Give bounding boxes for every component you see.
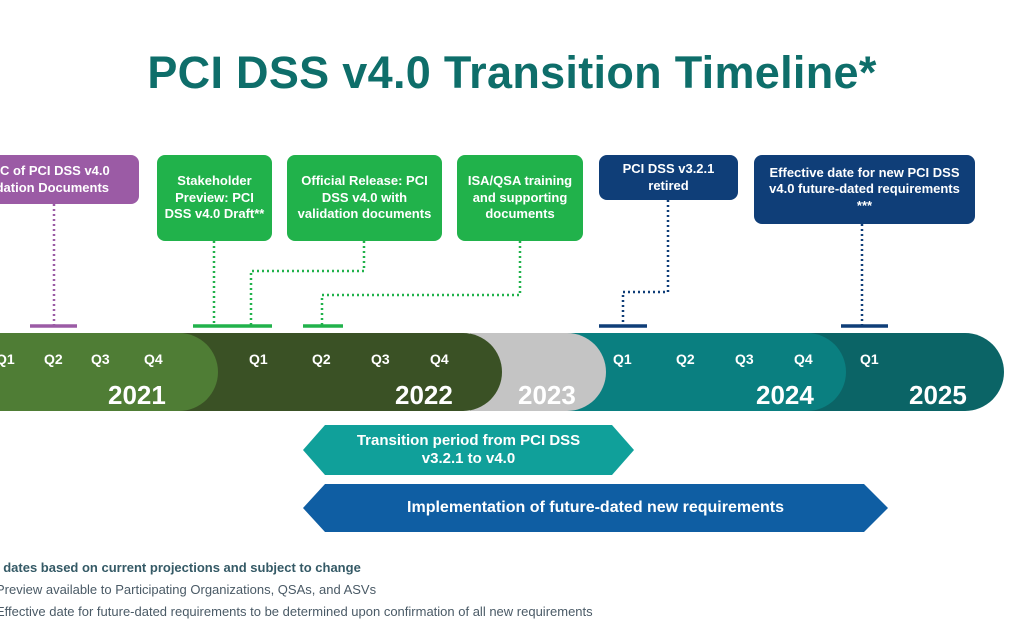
callout-rfc: FC of PCI DSS v4.0 idation Documents	[0, 155, 139, 204]
q-2022-1: Q1	[249, 351, 268, 367]
callout-training: ISA/QSA training and supporting document…	[457, 155, 583, 241]
segment-2024	[560, 333, 846, 411]
year-2022: 2022	[395, 380, 453, 410]
callout-official: Official Release: PCI DSS v4.0 with vali…	[287, 155, 442, 241]
q-2025-1: Q1	[860, 351, 879, 367]
year-2023: 2023	[518, 380, 576, 410]
transition-period-text: Transition period from PCI DSS v3.2.1 to…	[356, 432, 581, 467]
segment-2021	[0, 333, 218, 411]
footnote-1: l dates based on current projections and…	[0, 560, 361, 575]
connector-training	[320, 241, 522, 326]
q-2021-3: Q3	[91, 351, 110, 367]
q-2022-2: Q2	[312, 351, 331, 367]
year-2021: 2021	[108, 380, 166, 410]
q-2024-4: Q4	[794, 351, 813, 367]
q-2021-1: Q1	[0, 351, 15, 367]
year-2024: 2024	[756, 380, 814, 410]
q-2021-4: Q4	[144, 351, 163, 367]
connector-retired	[621, 200, 670, 326]
q-2022-3: Q3	[371, 351, 390, 367]
callout-stakeholder: Stakeholder Preview: PCI DSS v4.0 Draft*…	[157, 155, 272, 241]
callout-rfc-text: FC of PCI DSS v4.0 idation Documents	[0, 163, 110, 195]
callout-retired: PCI DSS v3.2.1 retired	[599, 155, 738, 200]
footnote-2: Preview available to Participating Organ…	[0, 582, 377, 597]
q-2021-2: Q2	[44, 351, 63, 367]
implementation-banner: Implementation of future-dated new requi…	[303, 484, 888, 532]
q-2024-3: Q3	[735, 351, 754, 367]
callout-effective: Effective date for new PCI DSS v4.0 futu…	[754, 155, 975, 224]
q-2022-4: Q4	[430, 351, 449, 367]
q-2024-2: Q2	[676, 351, 695, 367]
q-2024-1: Q1	[613, 351, 632, 367]
implementation-text: Implementation of future-dated new requi…	[407, 499, 784, 516]
page-title: PCI DSS v4.0 Transition Timeline*	[147, 47, 877, 98]
connector-official	[249, 241, 366, 326]
transition-period-banner: Transition period from PCI DSS v3.2.1 to…	[303, 425, 634, 475]
year-2025: 2025	[909, 380, 967, 410]
footnote-3: Effective date for future-dated requirem…	[0, 604, 593, 619]
